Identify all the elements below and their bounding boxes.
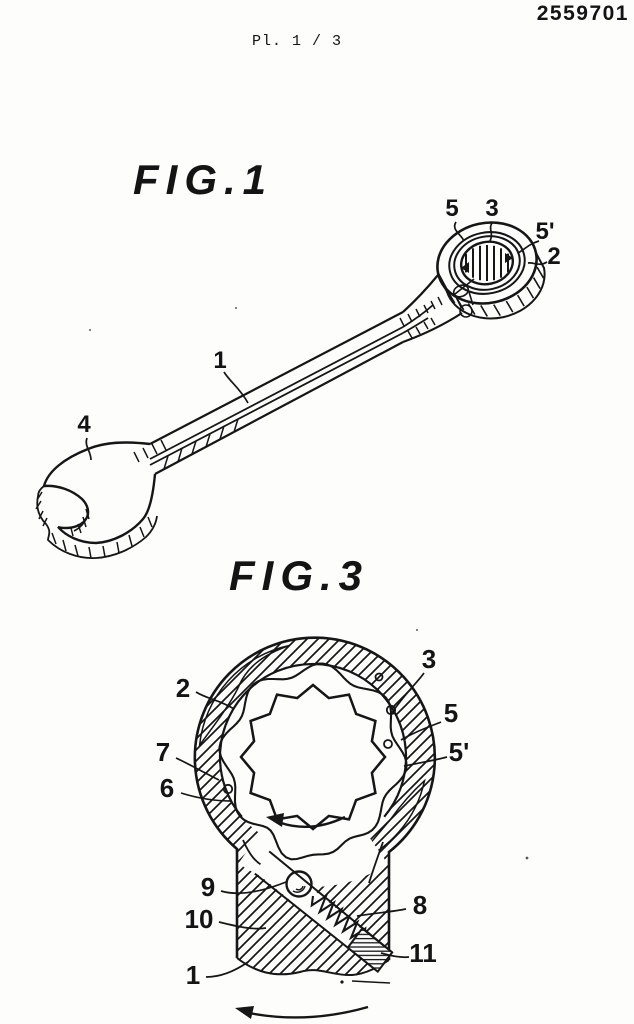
compression-spring: [310, 893, 367, 941]
ref-numeral-3: 3: [485, 195, 498, 222]
leader-to-2: [195, 691, 235, 710]
ref-numeral-8: 8: [413, 890, 427, 920]
head-neck: [402, 274, 463, 344]
jaw-thickness-band: [36, 495, 158, 559]
ref-numeral-5: 5: [445, 195, 458, 222]
ring-recess-crescent-upper: [198, 644, 290, 748]
ref-numeral-3: 3: [422, 644, 436, 674]
surface-hatching-ticks: [35, 296, 443, 559]
fig3-leader-lines: [175, 672, 448, 978]
ref-numeral-6: 6: [160, 773, 174, 803]
patent-number: 2559701: [536, 2, 629, 25]
ref-numeral-7: 7: [156, 737, 170, 767]
ref-numeral-1: 1: [186, 960, 200, 990]
fig1-reference-numerals: 5 3 5' 2 1 4: [77, 195, 560, 438]
leader-to-5: [400, 721, 442, 741]
open-jaw-outline: [42, 441, 157, 545]
leader-to-8: [356, 908, 407, 917]
ref-numeral-1: 1: [213, 347, 226, 374]
spline-notch-right: [505, 253, 513, 263]
ref-numeral-9: 9: [201, 872, 215, 902]
ref-numeral-2: 2: [176, 673, 190, 703]
cam-rollers: [222, 672, 397, 795]
outer-boundary: [193, 636, 437, 960]
break-line-dashdot: [340, 980, 391, 984]
fig3-title: FIG.3: [229, 552, 370, 599]
ref-numeral-2: 2: [547, 243, 560, 270]
leader-to-6: [180, 792, 232, 802]
ref-numeral-5p: 5': [449, 737, 470, 767]
plate-label: Pl. 1 / 3: [252, 33, 343, 50]
leader-to-1: [205, 961, 249, 978]
scan-specks: [89, 307, 529, 860]
ref-numeral-4: 4: [77, 411, 91, 438]
fig1-title: FIG.1: [133, 156, 274, 203]
spline-notch-left: [461, 262, 469, 273]
leader-to-3: [390, 672, 425, 715]
leader-to-7: [175, 757, 220, 781]
leader-to-5p: [403, 756, 448, 767]
ball-shading: [292, 885, 306, 893]
fig1-leader-lines: [85, 221, 548, 461]
figure-1-wrench: 5 3 5' 2 1 4: [35, 195, 561, 559]
jaw-mouth-band: [73, 511, 89, 532]
socket-spline-teeth: [465, 245, 509, 281]
fig3-reference-numerals: 2 3 5 5' 7 6 9 10 8 11 1: [156, 644, 470, 990]
leader-to-1: [223, 371, 249, 404]
leader-to-4: [85, 437, 92, 461]
screw-plug: [346, 926, 394, 974]
shank-break-edge: [236, 957, 390, 977]
leader-to-5p: [517, 240, 540, 254]
pawl-pin-detail: [452, 278, 475, 318]
leader-to-3: [489, 222, 493, 242]
ref-numeral-11: 11: [409, 938, 437, 968]
rotation-arrow-inner: [266, 813, 346, 828]
leader-to-11: [380, 952, 410, 959]
rotation-arrow-handle: [235, 1005, 369, 1019]
leader-to-9: [220, 881, 287, 894]
leader-to-2: [527, 261, 548, 266]
ring-head-face: [436, 221, 538, 305]
twelve-point-socket-opening: [239, 683, 387, 831]
wrench-shaft: [149, 311, 404, 475]
leader-to-10: [218, 921, 267, 930]
jaw-tip-edge: [37, 485, 45, 497]
ref-numeral-5: 5: [444, 698, 458, 728]
leader-to-5: [453, 221, 465, 242]
detent-ball: [285, 870, 313, 898]
ref-numeral-5p: 5': [535, 218, 554, 245]
pocket-wall-right: [368, 841, 384, 884]
ref-numeral-10: 10: [185, 904, 214, 934]
figure-3-section: 2 3 5 5' 7 6 9 10 8 11 1: [156, 636, 470, 1019]
